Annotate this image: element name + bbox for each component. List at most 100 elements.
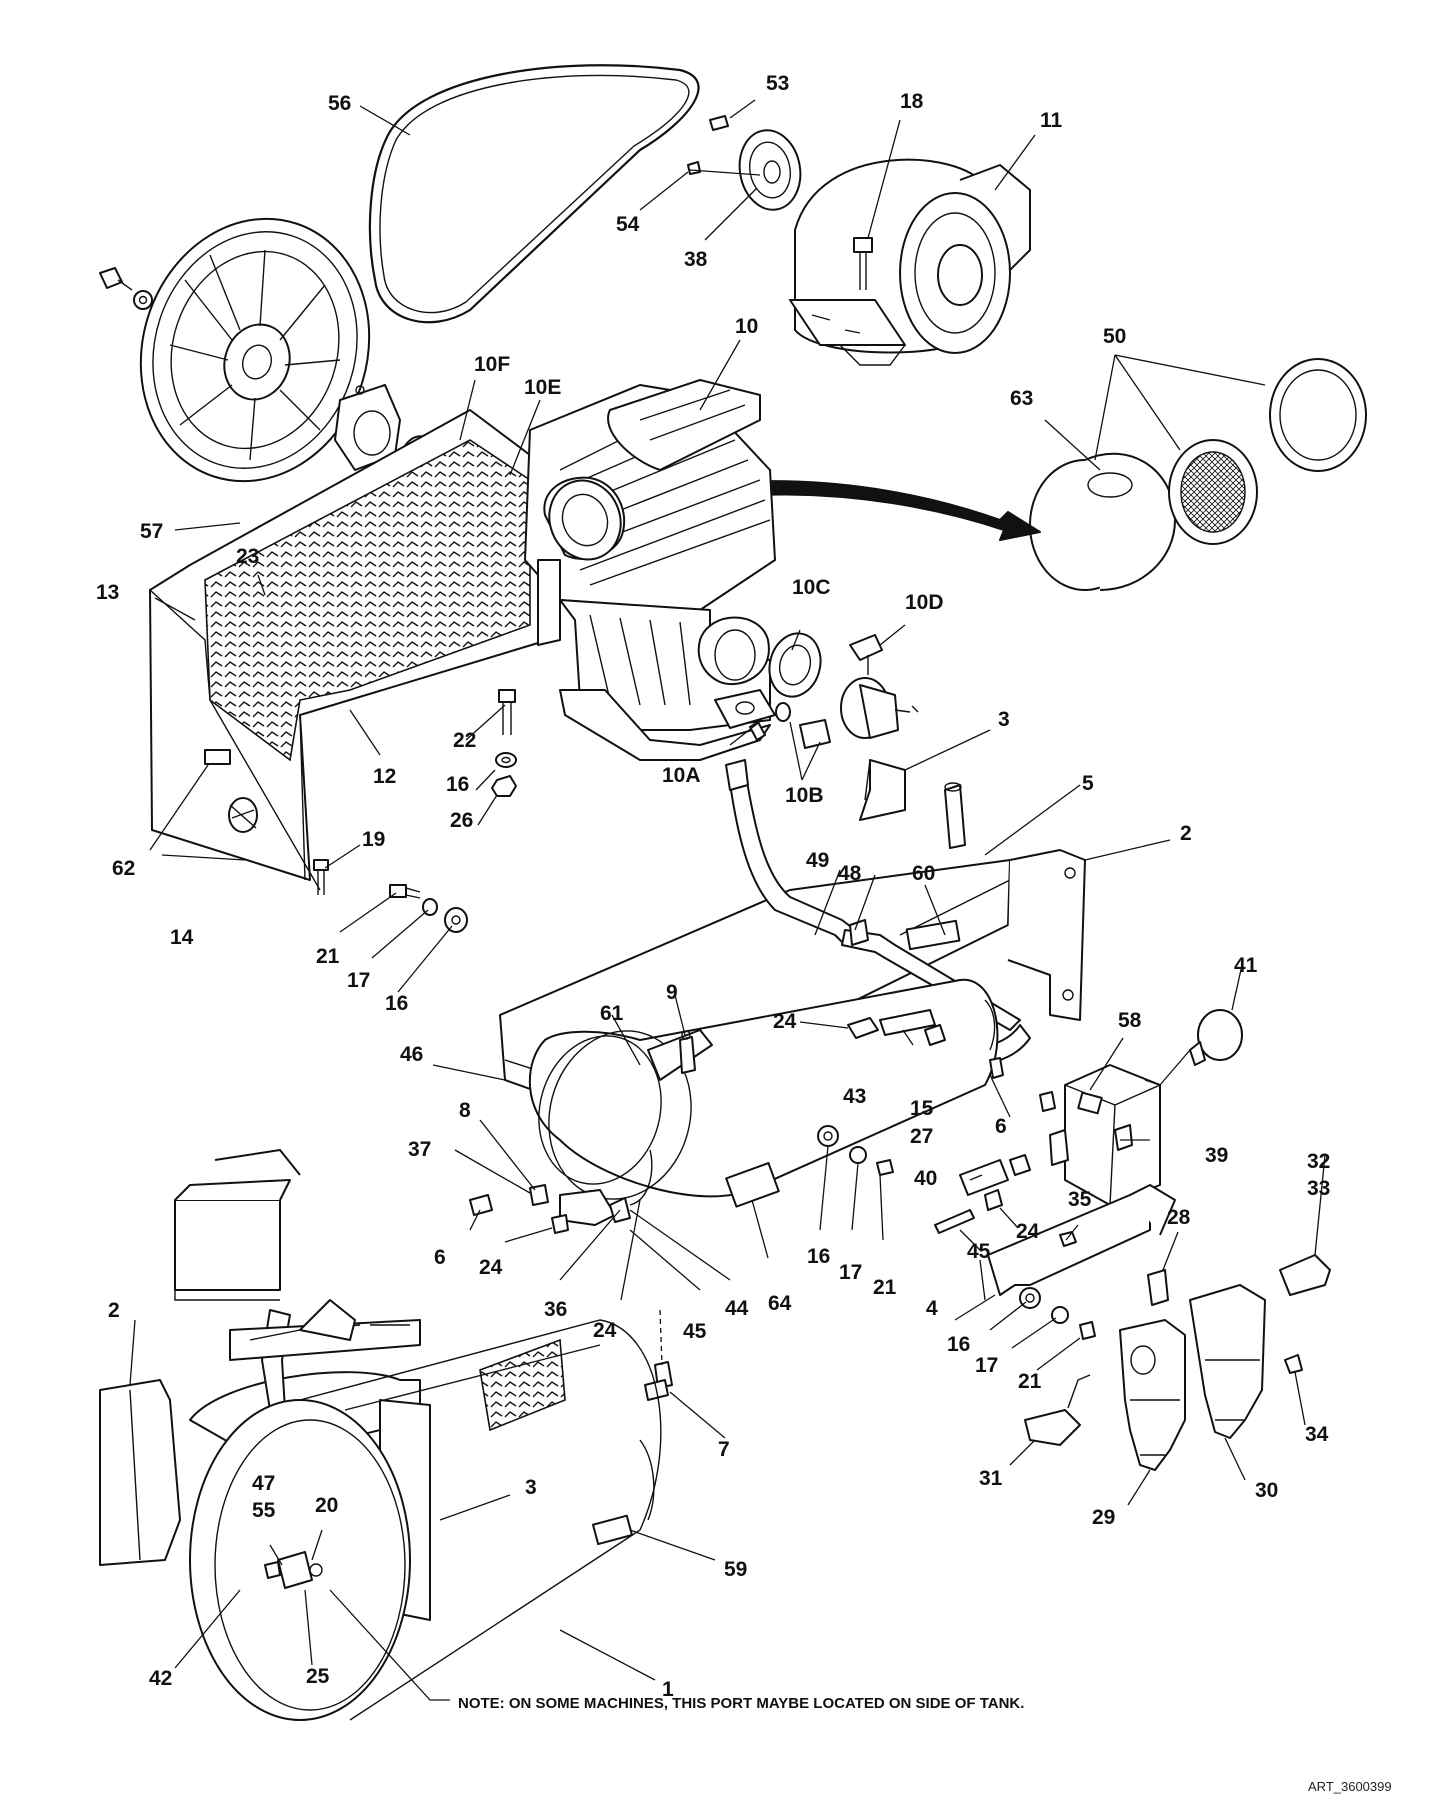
label-17-bracket: 17 — [975, 1354, 998, 1377]
bearing-10C — [768, 632, 822, 698]
air-filter-assembly — [1029, 358, 1367, 591]
assembled-compressor-view — [99, 1149, 662, 1721]
oil-cap-10D — [840, 634, 919, 739]
label-6-right: 6 — [995, 1115, 1007, 1138]
label-16-tank: 16 — [807, 1245, 830, 1268]
bolt-21-right — [876, 1159, 894, 1176]
nut-35 — [1059, 1231, 1077, 1247]
label-62: 62 — [112, 857, 135, 880]
label-41: 41 — [1234, 954, 1258, 977]
label-29: 29 — [1092, 1506, 1115, 1529]
label-10: 10 — [735, 315, 758, 338]
label-53: 53 — [766, 72, 789, 95]
pressure-switch-fitting — [1039, 1091, 1056, 1112]
label-54: 54 — [616, 213, 640, 236]
tube-43 — [879, 1009, 946, 1046]
label-10B: 10B — [785, 784, 824, 807]
label-28: 28 — [1167, 1206, 1191, 1229]
label-17-left: 17 — [347, 969, 370, 992]
v-belt — [368, 64, 700, 324]
label-45-right: 45 — [967, 1240, 991, 1263]
elbow-24-left — [551, 1214, 569, 1234]
label-11: 11 — [1040, 109, 1063, 132]
label-26: 26 — [450, 809, 473, 832]
label-3-upper: 3 — [998, 708, 1010, 731]
label-45-left: 45 — [683, 1320, 707, 1343]
label-44: 44 — [725, 1297, 749, 1320]
label-24-bottom: 24 — [593, 1319, 617, 1342]
label-49: 49 — [806, 849, 829, 872]
flywheel-pulley — [139, 217, 371, 483]
safety-valve-9 — [647, 1029, 713, 1081]
bolt-21-left — [389, 884, 421, 899]
label-22: 22 — [453, 729, 476, 752]
filter-regulator-29 — [1119, 1319, 1186, 1471]
set-screw — [687, 161, 701, 175]
gasket-10A — [714, 689, 791, 729]
label-37: 37 — [408, 1138, 431, 1161]
label-34: 34 — [1305, 1423, 1329, 1446]
label-14: 14 — [170, 926, 194, 949]
ball-valve-31 — [1024, 1374, 1091, 1446]
plug-34 — [1284, 1354, 1303, 1374]
label-38: 38 — [684, 248, 708, 271]
label-16-bracket: 16 — [947, 1333, 970, 1356]
tube-45-right — [934, 1209, 975, 1234]
label-58: 58 — [1118, 1009, 1142, 1032]
pulley-key — [709, 115, 729, 131]
leader-lines — [129, 99, 1326, 1701]
label-20: 20 — [315, 1494, 338, 1517]
label-56: 56 — [328, 92, 351, 115]
label-10A: 10A — [662, 764, 701, 787]
washer-16-right — [817, 1125, 839, 1147]
label-30: 30 — [1255, 1479, 1278, 1502]
label-24-top: 24 — [773, 1010, 797, 1033]
quick-coupler-32 — [1279, 1254, 1331, 1296]
motor-bolt — [853, 237, 873, 290]
label-61: 61 — [600, 1002, 624, 1025]
tank-drain-fitting — [264, 1551, 323, 1589]
washer-17-bracket — [1051, 1306, 1069, 1324]
electric-motor — [789, 158, 1031, 366]
label-50: 50 — [1103, 325, 1126, 348]
label-7: 7 — [718, 1438, 730, 1461]
label-1: 1 — [662, 1678, 674, 1701]
label-18: 18 — [900, 90, 924, 113]
label-36: 36 — [544, 1298, 567, 1321]
washer-16-top — [495, 752, 517, 768]
label-40: 40 — [914, 1167, 937, 1190]
label-43: 43 — [843, 1085, 866, 1108]
label-59: 59 — [724, 1558, 747, 1581]
compressor-pump — [524, 379, 776, 761]
label-5: 5 — [1082, 772, 1094, 795]
label-57: 57 — [140, 520, 163, 543]
label-10E: 10E — [524, 376, 561, 399]
label-4: 4 — [926, 1297, 938, 1320]
label-39: 39 — [1205, 1144, 1228, 1167]
label-10D: 10D — [905, 591, 944, 614]
guard-bolt-19 — [313, 859, 329, 895]
footnote: NOTE: ON SOME MACHINES, THIS PORT MAYBE … — [458, 1695, 1024, 1712]
label-21-left: 21 — [316, 945, 340, 968]
label-10F: 10F — [474, 353, 510, 376]
label-16-top: 16 — [446, 773, 469, 796]
label-8: 8 — [459, 1099, 471, 1122]
label-63: 63 — [1010, 387, 1033, 410]
label-23: 23 — [236, 545, 259, 568]
label-15: 15 — [910, 1097, 934, 1120]
pump-bolt-22 — [498, 689, 516, 735]
label-6-left: 6 — [434, 1246, 446, 1269]
callout-labels: 1 2 2 3 3 4 5 6 6 7 8 9 10 10A 10B 10C 1… — [96, 72, 1330, 1701]
label-35: 35 — [1068, 1188, 1092, 1211]
label-48: 48 — [838, 862, 862, 885]
washer-16-left — [444, 907, 468, 933]
bolt-21-bracket — [1079, 1321, 1096, 1340]
label-60: 60 — [912, 862, 935, 885]
art-number: ART_3600399 — [1308, 1779, 1392, 1794]
plug-6-left — [469, 1194, 493, 1216]
label-13: 13 — [96, 581, 119, 604]
label-32: 32 — [1307, 1150, 1330, 1173]
label-2-lower: 2 — [108, 1299, 120, 1322]
label-27: 27 — [910, 1125, 933, 1148]
label-25: 25 — [306, 1665, 330, 1688]
